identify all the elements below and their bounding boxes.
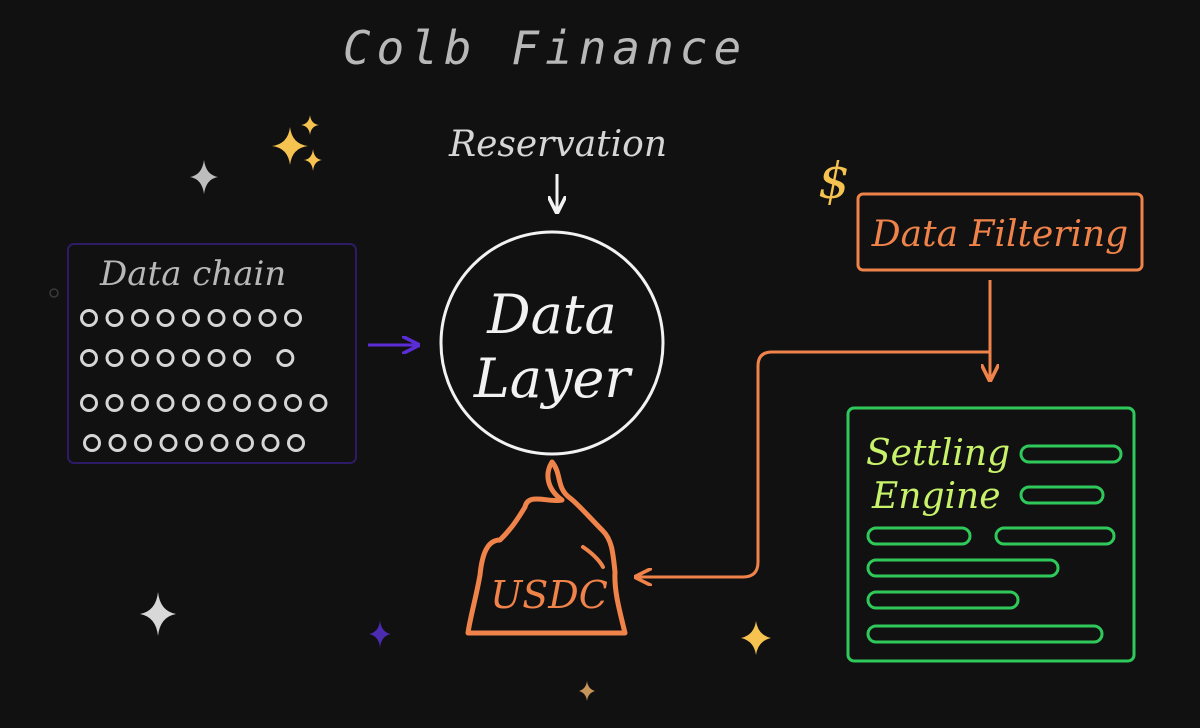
engine-bar [868, 560, 1058, 576]
engine-bar [868, 592, 1018, 608]
data-chain-box: Data chain [68, 244, 356, 463]
settling-engine-line1: Settling [866, 433, 1010, 474]
chain-dot [235, 396, 250, 411]
chain-dot [286, 311, 301, 326]
chain-dot [235, 351, 250, 366]
chain-dot [278, 351, 293, 366]
sparkle-icon [579, 681, 595, 701]
data-filtering-box: Data Filtering [858, 194, 1142, 270]
chain-dot [158, 351, 173, 366]
chain-dot [184, 311, 199, 326]
chain-dot [184, 396, 199, 411]
chain-dot [158, 396, 173, 411]
engine-bar [868, 528, 970, 544]
sparkle-icon [369, 620, 391, 648]
chain-dot [260, 396, 275, 411]
chain-dot [209, 311, 224, 326]
chain-dot [107, 396, 122, 411]
chain-dot [184, 351, 199, 366]
chain-dot [107, 351, 122, 366]
engine-bar [868, 626, 1102, 642]
chain-dot [110, 436, 125, 451]
chain-dot [235, 311, 250, 326]
chain-dot [136, 436, 151, 451]
chain-dot [133, 396, 148, 411]
data-layer-node: Data Layer [441, 232, 663, 454]
chain-dot [161, 436, 176, 451]
chain-dot [263, 436, 278, 451]
data-layer-line2: Layer [473, 347, 634, 410]
usdc-label: USDC [490, 573, 608, 617]
sparkle-icon [304, 149, 322, 171]
dollar-icon: $ [818, 152, 850, 210]
sparkle-icon [190, 160, 218, 194]
sparkle-icon [140, 592, 176, 636]
chain-dot [238, 436, 253, 451]
chain-dot [209, 396, 224, 411]
chain-dot [133, 351, 148, 366]
chain-dot [260, 311, 275, 326]
sparkle-icon [301, 115, 319, 135]
chain-dot [289, 436, 304, 451]
chain-dot [82, 311, 97, 326]
engine-bar [1021, 487, 1103, 503]
chain-dot [286, 396, 301, 411]
chain-dot [311, 396, 326, 411]
data-chain-label: Data chain [99, 254, 286, 294]
engine-bar [1021, 446, 1121, 462]
reservation-label: Reservation [448, 124, 667, 165]
diagram-title: Colb Finance [343, 21, 747, 75]
chain-dot [82, 396, 97, 411]
sparkle-icon [272, 127, 308, 165]
chain-dot [209, 351, 224, 366]
usdc-bag: USDC [468, 462, 625, 633]
settling-engine-box: Settling Engine [848, 408, 1134, 661]
data-chain-dots [82, 311, 327, 451]
engine-bar [996, 528, 1114, 544]
sparkle-icon [741, 621, 771, 655]
chain-dot [187, 436, 202, 451]
stray-dot [50, 289, 58, 297]
chain-dot [133, 311, 148, 326]
settling-engine-line2: Engine [871, 476, 1001, 517]
data-layer-line1: Data [486, 283, 616, 346]
chain-dot [212, 436, 227, 451]
chain-dot [85, 436, 100, 451]
chain-dot [82, 351, 97, 366]
chain-dot [158, 311, 173, 326]
data-filtering-label: Data Filtering [871, 214, 1128, 255]
chain-dot [107, 311, 122, 326]
